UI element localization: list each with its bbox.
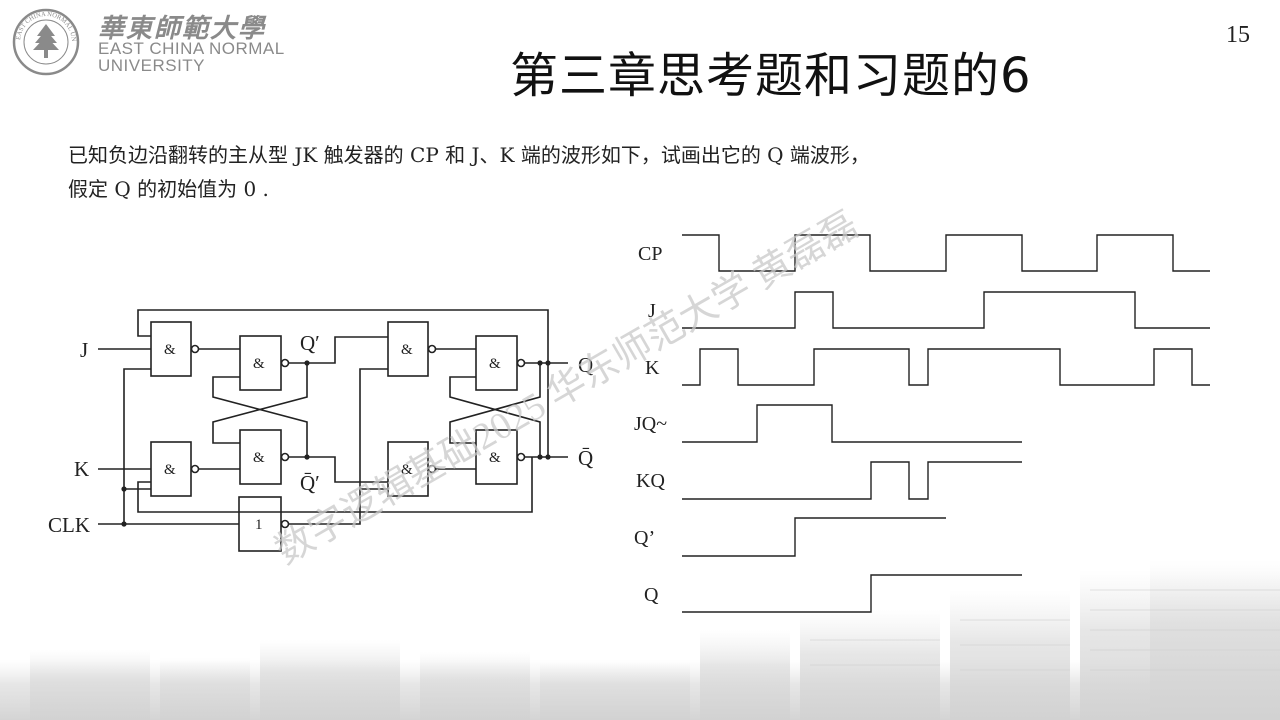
tree-icon (33, 24, 59, 58)
input-label-k: K (74, 457, 89, 481)
problem-line-2: 假定 Q 的初始值为 0 . (68, 177, 269, 201)
wave-kq (682, 461, 1022, 500)
wave-label-kq: KQ (636, 470, 665, 492)
not-gate-symbol: 1 (255, 517, 263, 533)
page-number: 15 (1226, 22, 1250, 48)
gate-g3-symbol: & (253, 356, 265, 372)
label-q-prime: Q′ (300, 331, 320, 355)
wave-label-cp: CP (638, 243, 662, 265)
university-name-en-line1: EAST CHINA NORMAL (98, 39, 285, 58)
label-q-prime-bar: Q̄′ (300, 471, 320, 495)
wave-label-jq: JQ~ (634, 413, 667, 435)
slide-title: 第三章思考题和习题的6 (510, 48, 1032, 104)
problem-statement: 已知负边沿翻转的主从型 JK 触发器的 CP 和 J、K 端的波形如下，试画出它… (68, 138, 870, 206)
input-label-clk: CLK (48, 513, 90, 537)
wave-q-prime (682, 517, 946, 557)
wave-q (682, 574, 1022, 613)
wave-label-k: K (645, 357, 660, 379)
wave-k (682, 348, 1210, 386)
output-label-q: Q (578, 353, 593, 377)
university-name-cn: 華東師範大學 (98, 14, 267, 44)
input-label-j: J (80, 338, 88, 362)
wave-cp (682, 234, 1210, 272)
wave-label-j: J (648, 300, 656, 322)
gate-g8-symbol: & (489, 450, 501, 466)
wave-jq (682, 404, 1022, 443)
problem-line-1: 已知负边沿翻转的主从型 JK 触发器的 CP 和 J、K 端的波形如下，试画出它… (68, 143, 870, 167)
gate-g6-symbol: & (401, 462, 413, 478)
gate-g5-symbol: & (401, 342, 413, 358)
wave-label-q-prime: Q’ (634, 527, 655, 549)
gate-g2-symbol: & (164, 462, 176, 478)
output-label-q-bar: Q̄ (578, 446, 593, 470)
wave-label-q: Q (644, 584, 659, 606)
gate-g7-symbol: & (489, 356, 501, 372)
gate-g4-symbol: & (253, 450, 265, 466)
gate-g1-symbol: & (164, 342, 176, 358)
university-logo: EAST CHINA NORMAL UNIVERSITY (10, 6, 80, 76)
wave-j (682, 291, 1210, 329)
university-name-en-line2: UNIVERSITY (98, 56, 206, 75)
